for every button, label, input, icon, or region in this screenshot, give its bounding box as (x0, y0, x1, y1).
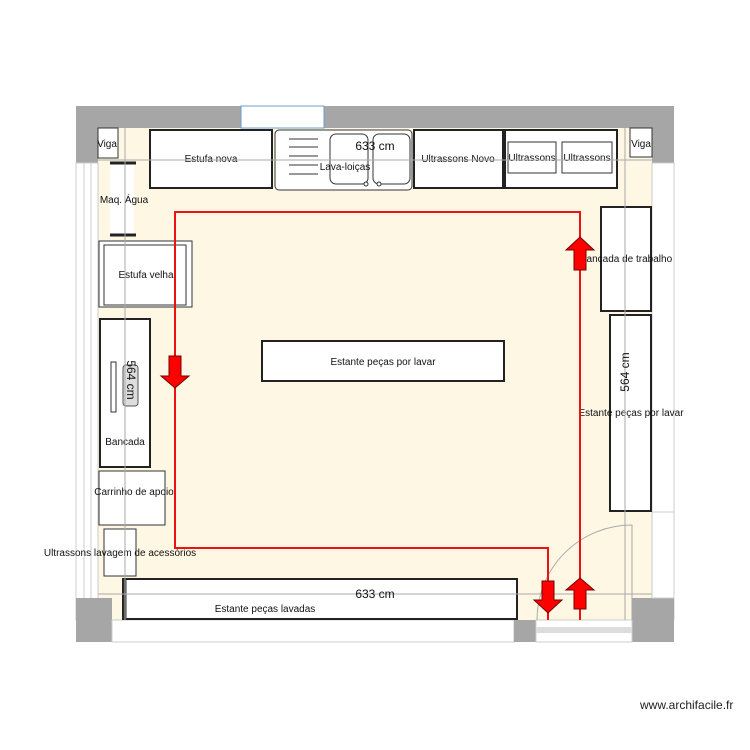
svg-text:Estante peças lavadas: Estante peças lavadas (215, 604, 316, 615)
arrow-down-icon (159, 355, 191, 389)
arrow-up-icon (564, 577, 596, 610)
maq-agua[interactable]: Maq. Água (100, 161, 149, 237)
bancada-de-trabalho[interactable]: Bancada de trabalho (580, 206, 673, 312)
watermark: www.archifacile.fr (640, 698, 734, 712)
estante-pecas-por-lavar-center[interactable]: Estante peças por lavar (261, 340, 505, 382)
estante-pecas-por-lavar-right[interactable]: Estante peças por lavar (578, 314, 684, 512)
svg-text:Viga: Viga (631, 139, 651, 150)
dimension-height-left: 564 cm (124, 360, 138, 399)
svg-text:Estante peças por lavar: Estante peças por lavar (578, 408, 684, 419)
svg-text:Estante peças por lavar: Estante peças por lavar (330, 357, 436, 368)
svg-text:Maq. Água: Maq. Água (100, 193, 149, 206)
carrinho-de-apoio[interactable]: Carrinho de apoio (94, 470, 174, 526)
walls (75, 106, 675, 643)
estante-pecas-lavadas[interactable]: Estante peças lavadas (122, 578, 518, 620)
ultrassons-lavagem[interactable]: Ultrassons lavagem de acessórios (44, 528, 196, 577)
arrow-down-icon (532, 580, 564, 614)
svg-text:Lava-loiças: Lava-loiças (320, 162, 371, 173)
viga-left: Viga (97, 127, 119, 159)
ultrassons-group[interactable]: Ultrassons Ultrassons (504, 129, 618, 189)
svg-text:Ultrassons: Ultrassons (563, 153, 610, 164)
ultrassons-novo[interactable]: Ultrassons Novo (413, 129, 504, 189)
estufa-velha[interactable]: Estufa velha (98, 240, 193, 308)
dimension-width-bottom: 633 cm (355, 587, 394, 601)
arrow-up-icon (564, 236, 596, 271)
svg-text:Ultrassons: Ultrassons (508, 153, 555, 164)
viga-right: Viga (629, 127, 653, 158)
svg-text:Carrinho de apoio: Carrinho de apoio (94, 487, 174, 498)
svg-text:Bancada de trabalho: Bancada de trabalho (580, 254, 673, 265)
svg-text:Viga: Viga (97, 139, 117, 150)
svg-text:Ultrassons lavagem de acessóri: Ultrassons lavagem de acessórios (44, 548, 196, 559)
window (240, 105, 325, 129)
dimension-lines (98, 128, 652, 620)
estufa-nova[interactable]: Estufa nova (149, 129, 273, 189)
svg-text:Estufa velha: Estufa velha (118, 270, 173, 281)
dimension-width-top: 633 cm (355, 139, 394, 153)
door[interactable] (535, 524, 633, 643)
dimension-height-right: 564 cm (618, 352, 632, 391)
